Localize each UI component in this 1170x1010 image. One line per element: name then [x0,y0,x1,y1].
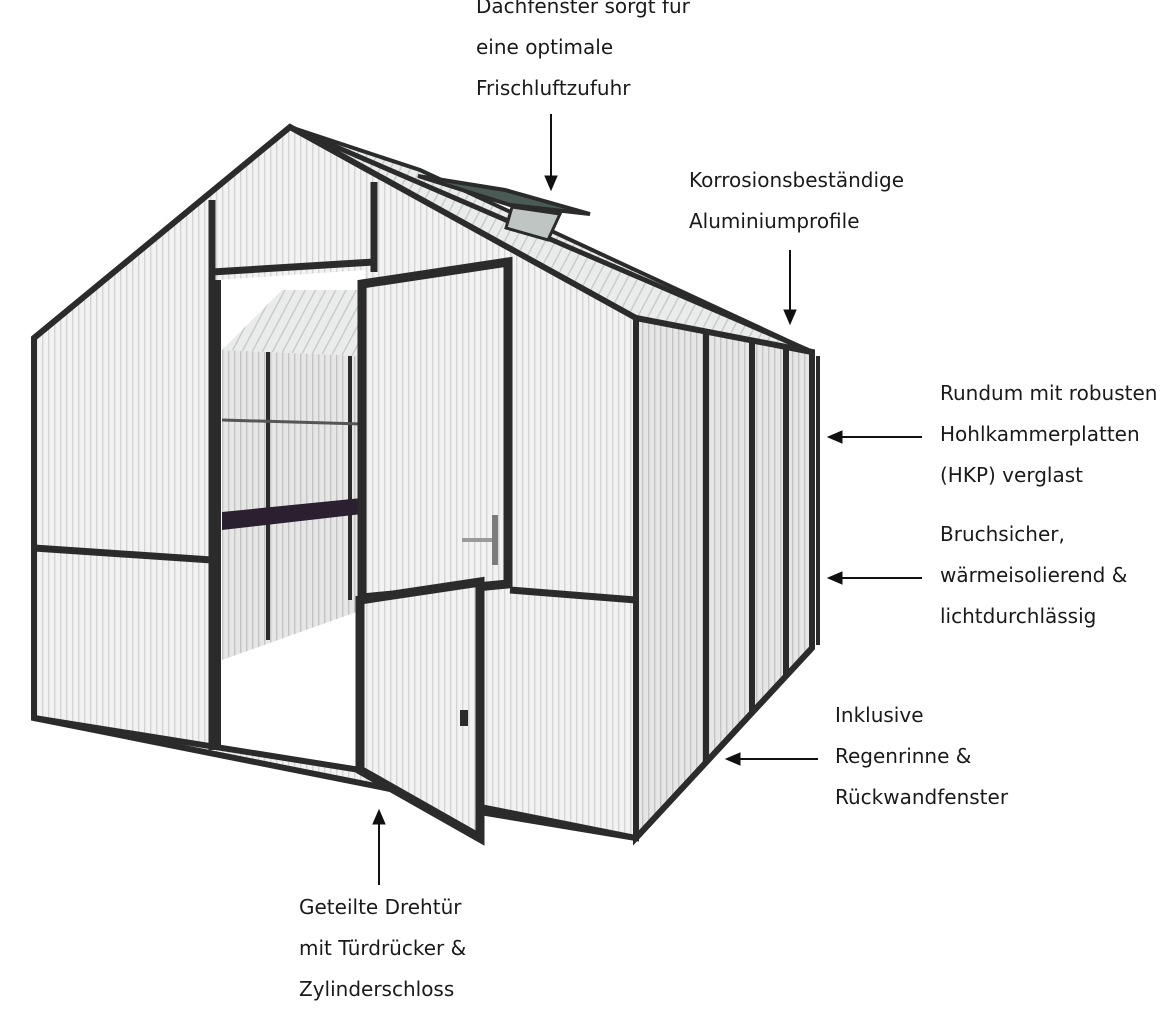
callout-line: Dachfenster sorgt für [476,0,690,18]
side-base [633,645,815,841]
arrow-roof-window-head [544,175,558,192]
roof-ridge [289,124,813,355]
callout-line: Geteilte Drehtür [299,895,462,919]
callout-line: Zylinderschloss [299,977,455,1001]
callout-line: wärmeisolierend & [940,563,1128,587]
callout-line: eine optimale [476,35,614,59]
callout-glazing: Rundum mit robusten Hohlkammerplatten (H… [940,373,1157,496]
callout-line: Hohlkammerplatten [940,422,1140,446]
callout-line: Rundum mit robusten [940,381,1158,405]
front-crossbar [33,544,213,564]
callout-line: Rückwandfenster [835,785,1009,809]
arrow-aluminium-head [783,309,797,326]
roof-window-opening [504,205,563,242]
callout-line: Bruchsicher, [940,522,1065,546]
callout-door: Geteilte Drehtür mit Türdrücker & Zylind… [299,887,466,1010]
callout-line: Frischluftzufuhr [476,76,631,100]
callout-aluminium: Korrosionsbeständige Aluminiumprofile [689,160,904,242]
callout-line: Inklusive [835,703,924,727]
door-upper-leaf [357,256,513,603]
callout-roof-window: Dachfenster sorgt für eine optimale Fris… [476,0,690,109]
arrow-glazing-head [826,430,843,444]
arrow-extras-head [724,752,741,766]
roof-window [417,174,591,216]
callout-line: (HKP) verglast [940,463,1083,487]
callout-line: mit Türdrücker & [299,936,467,960]
callout-line: Aluminiumprofile [689,209,860,233]
callout-properties: Bruchsicher, wärmeisolierend & lichtdurc… [940,514,1127,637]
arrow-door-head [372,808,386,825]
arrow-properties-head [826,571,843,585]
front-base [479,809,637,841]
callout-line: lichtdurchlässig [940,604,1097,628]
front-crossbar [509,586,637,604]
door-header [211,258,375,276]
door-lock [492,515,498,565]
callout-line: Korrosionsbeständige [689,168,904,192]
door-lower-leaf [355,576,485,846]
interior-shelf-rail [221,418,363,426]
callout-extras: Inklusive Regenrinne & Rückwandfenster [835,695,1008,818]
interior-roof [222,290,362,356]
front-base [33,715,361,773]
interior-shelf [222,498,362,530]
door-lower-lock [460,710,468,726]
callout-line: Regenrinne & [835,744,972,768]
